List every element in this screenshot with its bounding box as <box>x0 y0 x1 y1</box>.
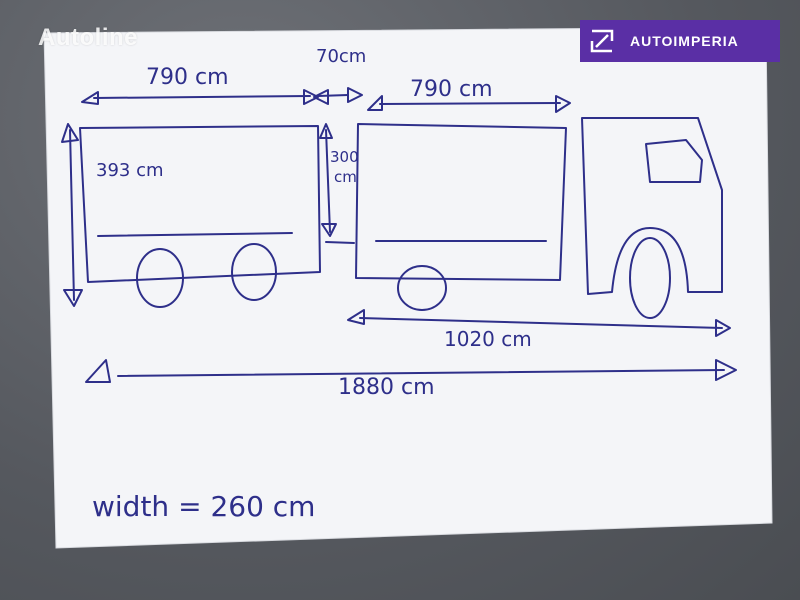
total-length-label: 1880 cm <box>338 375 435 400</box>
truck-body <box>355 123 567 281</box>
gap-label: 70cm <box>316 46 366 67</box>
trailer-length-label: 790 cm <box>146 65 229 90</box>
total-length-arrow <box>117 369 725 377</box>
truck-body-length-arrow <box>379 102 561 105</box>
autoimperia-logo-icon <box>590 29 614 53</box>
truck-height-value: 300 <box>330 148 359 166</box>
coupling-line <box>325 241 355 244</box>
trailer-height-arrow-head-bottom <box>63 289 83 307</box>
truck-length-label: 1020 cm <box>444 327 532 351</box>
truck-height-arrow <box>325 129 331 233</box>
truck-body-length-arrow-head-right <box>555 95 571 113</box>
trailer-height-arrow-head-top <box>61 123 79 143</box>
trailer-length-arrow-head-left <box>81 91 99 105</box>
truck-height-arrow-head-bottom <box>321 223 337 237</box>
truck-wheel <box>397 265 447 311</box>
truck-body-length-arrow-head-left <box>367 95 383 111</box>
trailer-height-label: 393 cm <box>96 160 164 181</box>
autoline-watermark: Autoline <box>38 24 138 51</box>
autoimperia-badge: AUTOIMPERIA <box>580 20 780 62</box>
truck-body-length-label: 790 cm <box>410 77 493 102</box>
truck-length-arrow <box>359 317 723 329</box>
cab-window <box>645 139 703 183</box>
gap-arrow-head-right <box>347 87 363 103</box>
trailer-body <box>79 125 321 283</box>
gap-arrow-head-left <box>313 89 329 105</box>
trailer-wheel-rear <box>231 243 277 301</box>
total-length-arrow-head-right <box>715 359 737 381</box>
total-length-arrow-head-left <box>85 359 111 383</box>
width-label: width = 260 cm <box>92 490 315 523</box>
truck-length-arrow-head-right <box>715 319 731 337</box>
trailer-floor-line <box>97 232 293 237</box>
paper-sheet <box>43 26 773 549</box>
truck-length-arrow-head-left <box>347 309 365 325</box>
truck-cab <box>581 117 723 295</box>
trailer-length-arrow-head-right <box>303 89 319 105</box>
trailer-height-arrow <box>69 129 75 301</box>
trailer-length-arrow <box>93 95 311 99</box>
gap-arrow <box>317 94 349 97</box>
truck-height-unit: cm <box>334 168 357 186</box>
autoimperia-name: AUTOIMPERIA <box>630 33 739 49</box>
truck-height-arrow-head-top <box>319 123 333 139</box>
cab-wheel <box>629 237 671 319</box>
trailer-wheel-front <box>136 248 184 308</box>
